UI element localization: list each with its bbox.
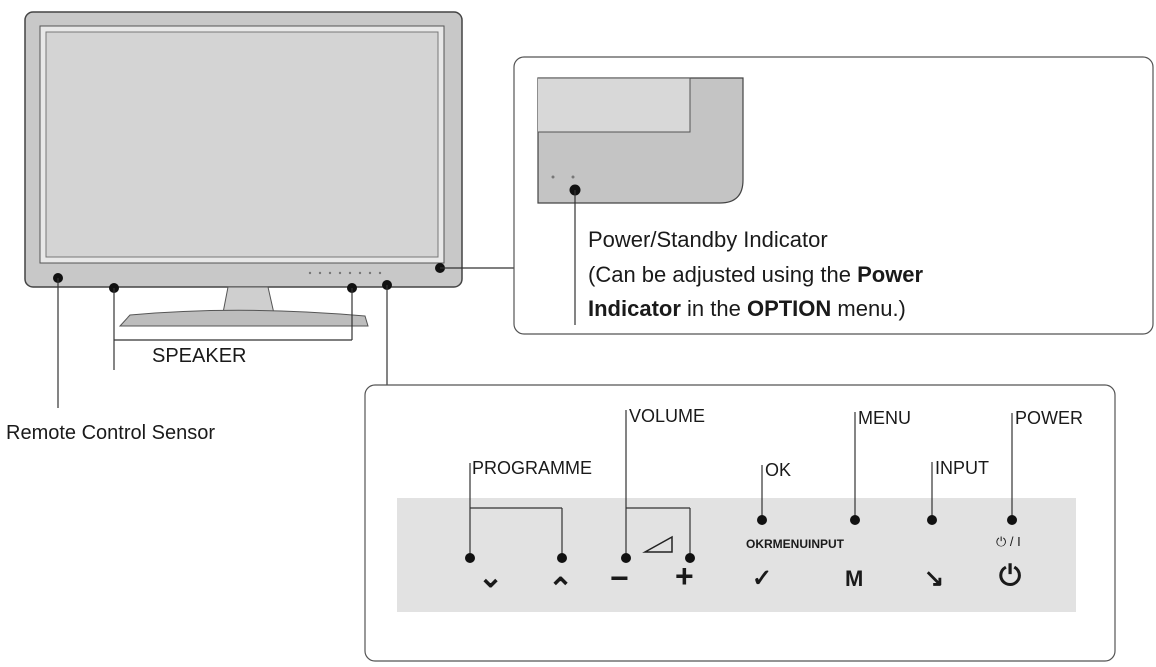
programme-label: PROGRAMME: [472, 458, 593, 478]
speaker-label: SPEAKER: [152, 345, 247, 367]
indicator-desc-pre: (Can be adjusted using the: [588, 262, 858, 287]
menu-dot: [850, 515, 860, 525]
indicator-desc-line2: (Can be adjusted using the Power: [588, 258, 923, 292]
remote-sensor-label: Remote Control Sensor: [6, 422, 215, 444]
indicator-desc-bold-indicator: Indicator: [588, 296, 681, 321]
indicator-desc-bold-power: Power: [857, 262, 924, 287]
tv-stand-base: [118, 309, 369, 327]
volume-minus-dot: [621, 553, 631, 563]
programme-down-dot: [465, 553, 475, 563]
programme-down-button[interactable]: ⌄: [478, 561, 504, 594]
ok-button[interactable]: ✓: [752, 565, 773, 592]
input-button[interactable]: ↘: [924, 565, 945, 592]
programme-up-button[interactable]: ⌃: [548, 573, 574, 606]
ok-label: OK: [765, 460, 792, 480]
menu-label: MENU: [858, 408, 911, 428]
volume-ramp-icon: [642, 535, 673, 553]
indicator-zoom-screen: [538, 77, 691, 133]
indicator-desc-mid: in the: [680, 296, 747, 321]
menu-button[interactable]: M: [845, 566, 864, 591]
tv-screen: [45, 31, 439, 258]
input-label: INPUT: [935, 458, 989, 478]
indicator-desc-line3: Indicator in the OPTION menu.): [588, 292, 906, 326]
bezel-buttons: [308, 271, 382, 275]
input-dot: [927, 515, 937, 525]
indicator-desc-post: menu.): [831, 296, 906, 321]
power-label: POWER: [1015, 408, 1084, 428]
power-button[interactable]: ⏻: [999, 560, 1022, 591]
panel-printed-text: OKRMENUINPUT: [746, 537, 844, 551]
volume-label: VOLUME: [629, 406, 706, 426]
volume-up-button[interactable]: +: [675, 558, 694, 594]
volume-down-button[interactable]: −: [610, 560, 629, 596]
ok-dot: [757, 515, 767, 525]
volume-plus-dot: [685, 553, 695, 563]
programme-up-dot: [557, 553, 567, 563]
indicator-title: Power/Standby Indicator: [588, 227, 828, 252]
panel-power-printed: ⏻ / I: [996, 534, 1021, 549]
indicator-zoom-leds: [551, 175, 575, 179]
control-strip: [397, 498, 1076, 612]
power-dot: [1007, 515, 1017, 525]
indicator-desc-bold-option: OPTION: [746, 296, 832, 321]
